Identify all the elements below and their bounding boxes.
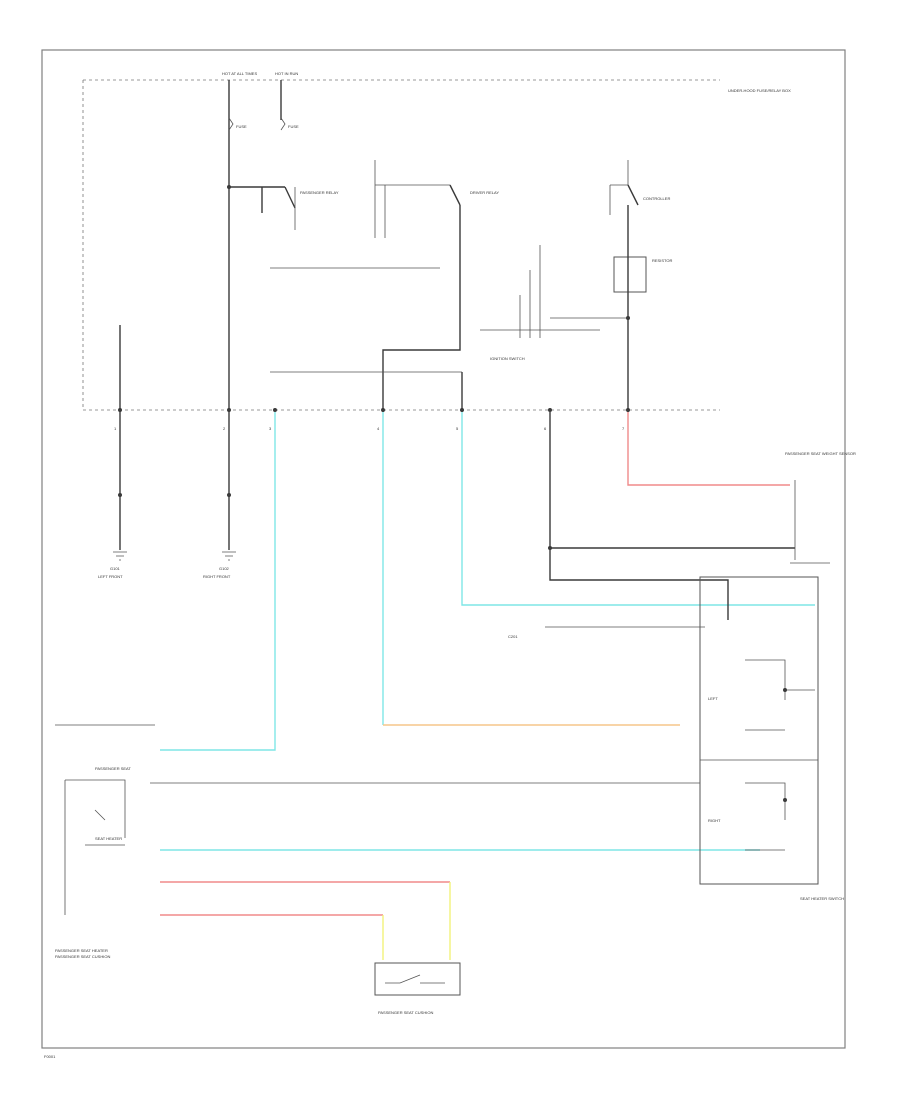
pin-7: 7 bbox=[622, 426, 625, 431]
bottom-title-1: PASSENGER SEAT HEATER bbox=[55, 948, 108, 953]
wire-550-branch bbox=[549, 412, 729, 620]
power-feed-2: HOT IN RUN FUSE bbox=[275, 71, 299, 131]
pin-2: 2 bbox=[223, 426, 226, 431]
left-seat-label: PASSENGER SEAT bbox=[95, 766, 131, 771]
ground-1-desc: LEFT FRONT bbox=[98, 574, 123, 579]
switch-title: SEAT HEATER SWITCH bbox=[800, 896, 844, 901]
pin-4: 4 bbox=[377, 426, 380, 431]
right-top-label: PASSENGER SEAT WEIGHT SENSOR bbox=[785, 451, 856, 456]
hot-label-1: HOT AT ALL TIMES bbox=[222, 71, 257, 76]
bottom-cushion-switch: PASSENGER SEAT CUSHION bbox=[374, 962, 461, 1015]
wire-red-top bbox=[627, 412, 790, 486]
switch-left-label: LEFT bbox=[708, 696, 718, 701]
left-seat-heater: PASSENGER SEAT SEAT HEATER PASSENGER SEA… bbox=[55, 724, 155, 959]
fuse-label-1: FUSE bbox=[236, 124, 247, 129]
resistor-label: RESISTOR bbox=[652, 258, 672, 263]
relay-2: DRIVER RELAY bbox=[374, 160, 499, 412]
pin-6: 6 bbox=[544, 426, 547, 431]
resistor-relay-label: CONTROLLER bbox=[643, 196, 670, 201]
wire-cyan-right bbox=[461, 412, 815, 606]
resistor-box bbox=[613, 256, 647, 293]
page-id: F0001 bbox=[44, 1054, 56, 1059]
underhood-box-label: UNDER-HOOD FUSE/RELAY BOX bbox=[728, 88, 791, 93]
wire-cyan-left bbox=[160, 412, 276, 751]
ignition-label: IGNITION SWITCH bbox=[490, 356, 525, 361]
diagram-frame bbox=[41, 49, 846, 1049]
pin-5: 5 bbox=[456, 426, 459, 431]
cushion-label: PASSENGER SEAT CUSHION bbox=[378, 1010, 433, 1015]
c201-label: C201 bbox=[508, 634, 518, 639]
switch-right-label: RIGHT bbox=[708, 818, 721, 823]
pin-3: 3 bbox=[269, 426, 272, 431]
pin-1: 1 bbox=[114, 426, 117, 431]
underhood-box: UNDER-HOOD FUSE/RELAY BOX bbox=[82, 79, 791, 411]
ground-2-label: G102 bbox=[219, 566, 230, 571]
ground-2-desc: RIGHT FRONT bbox=[203, 574, 231, 579]
ground-g101: G101 LEFT FRONT bbox=[98, 325, 127, 579]
relay-1-label: PASSENGER RELAY bbox=[300, 190, 339, 195]
ground-1-label: G101 bbox=[110, 566, 121, 571]
relay-2-label: DRIVER RELAY bbox=[470, 190, 499, 195]
hot-label-2: HOT IN RUN bbox=[275, 71, 298, 76]
bottom-title-2: PASSENGER SEAT CUSHION bbox=[55, 954, 110, 959]
seat-heater-switch: LEFT RIGHT SEAT HEATER SWITCH bbox=[699, 576, 844, 901]
power-feed-1: HOT AT ALL TIMES FUSE bbox=[222, 71, 257, 412]
ignition-block: IGNITION SWITCH bbox=[480, 245, 600, 361]
left-seat-desc: SEAT HEATER bbox=[95, 836, 122, 841]
relay-1: PASSENGER RELAY bbox=[229, 186, 339, 230]
fuse-label-2: FUSE bbox=[288, 124, 299, 129]
ground-g102: G102 RIGHT FRONT bbox=[203, 412, 236, 579]
pin-row: 1 2 3 4 5 6 7 bbox=[114, 408, 630, 431]
resistor-branch: CONTROLLER RESISTOR bbox=[550, 160, 672, 412]
right-top-connector: PASSENGER SEAT WEIGHT SENSOR bbox=[785, 451, 856, 564]
